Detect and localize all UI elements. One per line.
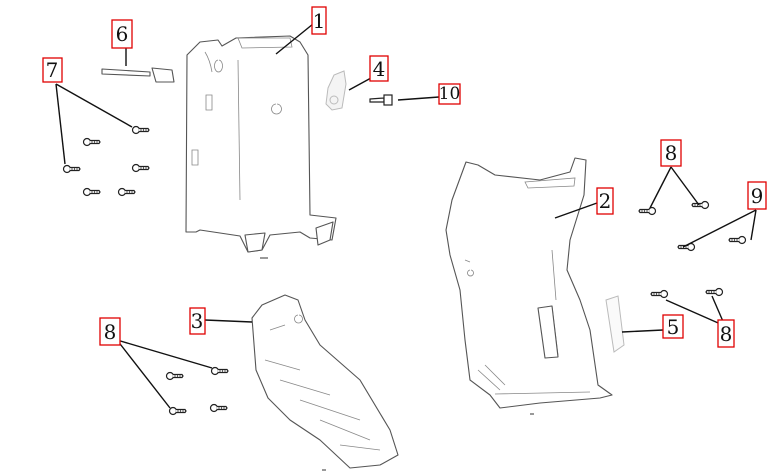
svg-text:6: 6 (116, 22, 129, 46)
callout-5: 5 (662, 314, 684, 339)
callout-6: 6 (111, 19, 133, 49)
callout-10: 10 (438, 83, 461, 105)
svg-text:7: 7 (46, 58, 59, 82)
part-2-front-panel (445, 157, 613, 415)
callout-7: 7 (42, 57, 63, 83)
part-6-switch (101, 67, 175, 83)
part-8-screws-left (165, 366, 229, 416)
svg-text:8: 8 (104, 320, 117, 344)
callout-2: 2 (596, 187, 614, 215)
part-9-screws (677, 235, 747, 252)
part-8-screws-right (638, 200, 724, 299)
svg-text:4: 4 (373, 57, 386, 81)
callout-8a: 8 (660, 139, 682, 167)
svg-text:3: 3 (191, 309, 204, 333)
svg-text:8: 8 (720, 322, 733, 346)
callout-8b: 8 (717, 319, 735, 348)
svg-text:1: 1 (313, 9, 326, 33)
callout-9: 9 (747, 181, 767, 210)
part-10-bolt (369, 94, 393, 106)
svg-text:9: 9 (751, 184, 764, 208)
part-1-inner-panel (185, 35, 337, 259)
svg-text:8: 8 (665, 141, 678, 165)
svg-text:5: 5 (667, 315, 680, 339)
part-4-bracket (325, 70, 347, 111)
callout-4: 4 (369, 55, 389, 82)
svg-text:10: 10 (439, 84, 461, 104)
callout-8c: 8 (99, 317, 121, 346)
callout-3: 3 (189, 307, 206, 335)
svg-text:2: 2 (599, 189, 612, 213)
part-5-strip (605, 295, 625, 353)
part-7-screws (62, 125, 150, 197)
callout-1: 1 (311, 6, 327, 35)
part-3-floor-panel (251, 294, 399, 471)
